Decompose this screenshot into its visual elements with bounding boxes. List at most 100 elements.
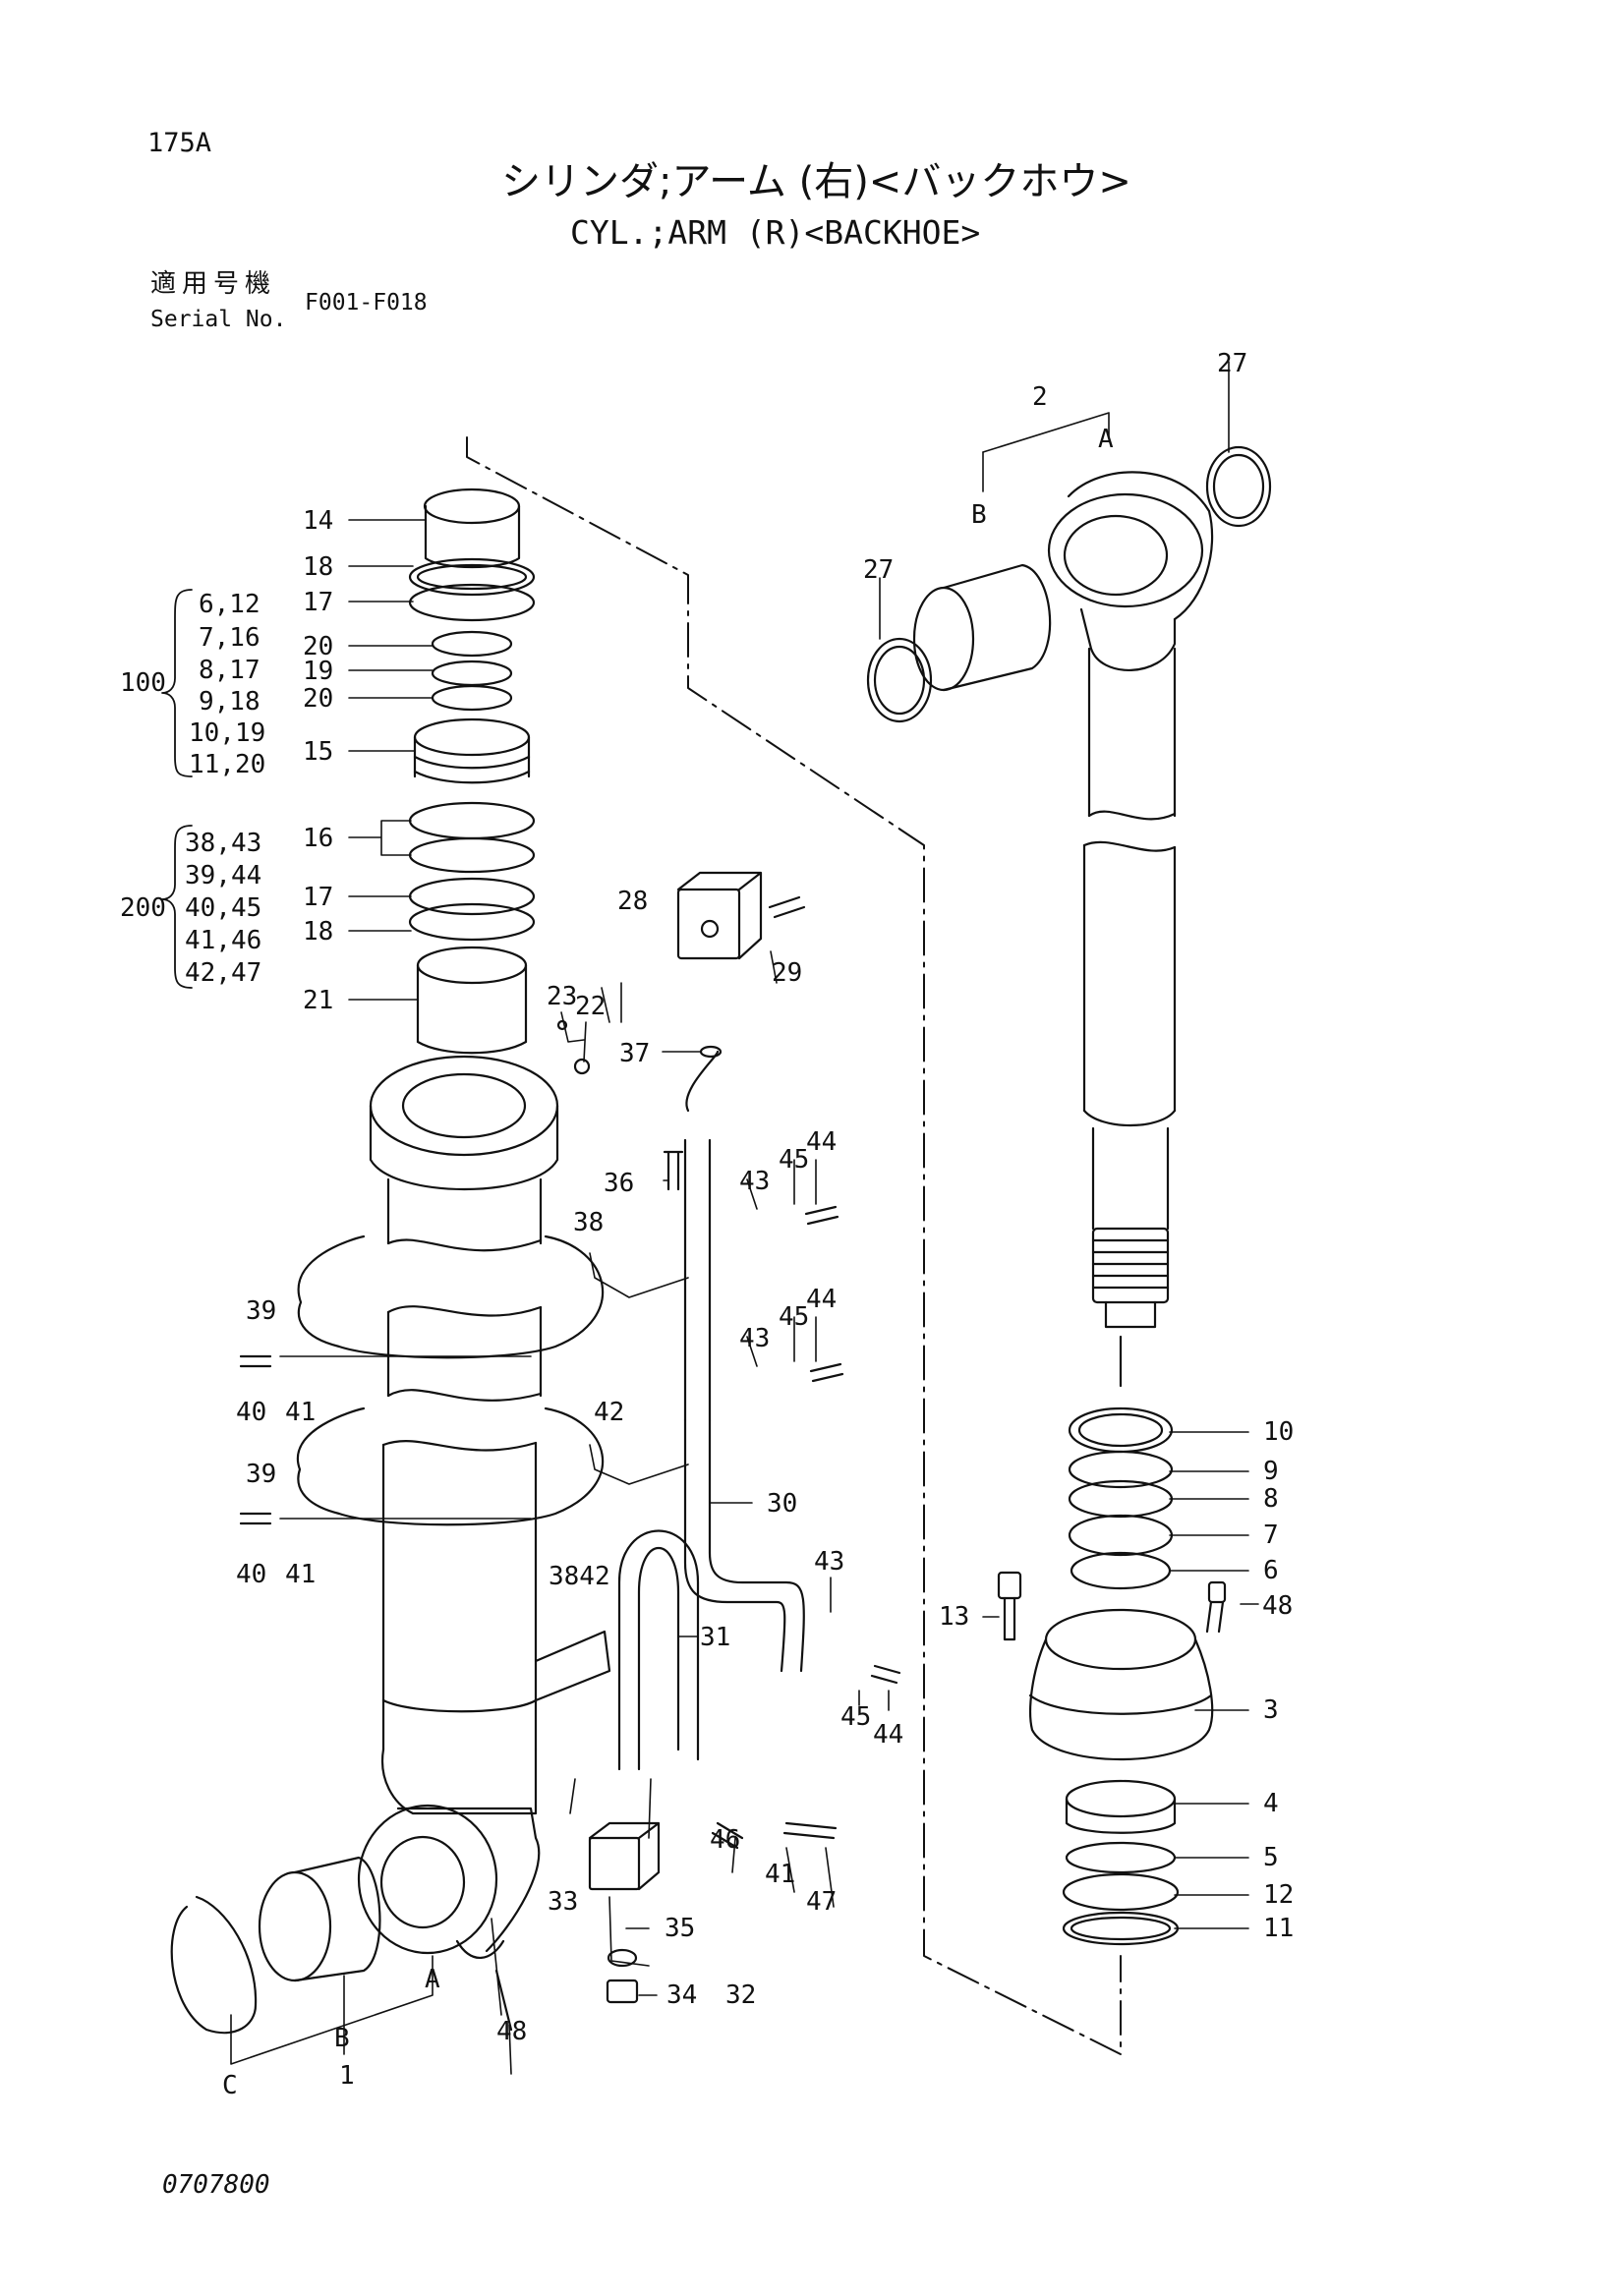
leader-lines: [230, 361, 1259, 2075]
callout-8: 8: [1263, 1484, 1279, 1514]
callout-1: 1: [339, 2061, 355, 2091]
callout-30: 30: [767, 1489, 797, 1519]
callout-29: 29: [772, 958, 802, 988]
snap-ring-c: [170, 1895, 258, 2035]
callout-41: 41: [285, 1398, 316, 1427]
callout-33: 33: [548, 1887, 578, 1917]
callout-38: 38: [573, 1208, 604, 1237]
head-gland-stack: [408, 488, 536, 1055]
callout-16: 16: [303, 824, 333, 853]
tube-bands: [296, 1234, 605, 1526]
callout-B-tube: B: [334, 2024, 350, 2053]
callout-13: 13: [939, 1602, 969, 1632]
kit-100-row: 9,18: [199, 687, 260, 717]
callout-17: 17: [303, 588, 333, 617]
callout-32: 32: [725, 1980, 756, 2010]
rod-seal-27-right: [1205, 445, 1272, 528]
assembly-outline: [466, 436, 1122, 2055]
callout-42: 42: [594, 1398, 624, 1427]
callout-45: 45: [779, 1145, 809, 1175]
kit-200-label: 200: [120, 893, 166, 923]
rod-seal-27-left: [866, 637, 933, 723]
piston-bolt-13: [997, 1571, 1022, 1641]
callout-21: 21: [303, 986, 333, 1015]
callout-B-rod: B: [971, 500, 987, 530]
kit-100-rows: 6,12 7,16 8,17 9,18 10,19 11,20 100: [120, 590, 265, 779]
kit-100-row: 6,12: [199, 590, 260, 619]
grease-fitting-48-right: [1205, 1580, 1227, 1634]
kit-200-row: 42,47: [185, 958, 261, 988]
piston-stack: [1028, 1406, 1214, 1946]
pin-bushing-b: [258, 1856, 381, 1982]
kit-200-rows: 38,43 39,44 40,45 41,46 42,47 200: [120, 829, 261, 988]
callout-44b: 44: [806, 1285, 837, 1314]
kit-200-row: 39,44: [185, 861, 261, 890]
callout-17b: 17: [303, 883, 333, 912]
callout-45c: 45: [840, 1702, 871, 1732]
callout-39b: 39: [246, 1460, 276, 1489]
valve-block-28: [676, 871, 763, 960]
pipe-30: [683, 1050, 805, 1673]
callout-7: 7: [1263, 1521, 1279, 1550]
rod-bushing-b: [912, 563, 1052, 692]
small-fittings: [239, 895, 901, 2032]
serial-range: F001-F018: [305, 290, 428, 316]
callout-35: 35: [665, 1914, 695, 1943]
kit-100-brace: [161, 589, 193, 777]
kit-100-row: 11,20: [189, 750, 265, 779]
callout-10: 10: [1263, 1417, 1294, 1447]
callout-6: 6: [1263, 1556, 1279, 1585]
callout-3842: 3842: [549, 1562, 610, 1591]
callout-43c: 43: [814, 1547, 844, 1577]
kit-100-row: 7,16: [199, 623, 260, 653]
callout-31: 31: [700, 1623, 730, 1652]
callout-2: 2: [1032, 382, 1048, 412]
callout-5: 5: [1263, 1843, 1279, 1872]
callout-A-tube: A: [425, 1965, 440, 1994]
title-english: CYL.;ARM (R)<BACKHOE>: [570, 213, 981, 252]
callout-22: 22: [575, 992, 606, 1021]
callout-14: 14: [303, 506, 333, 536]
callout-41c: 41: [765, 1860, 795, 1889]
kit-200-row: 40,45: [185, 893, 261, 923]
kit-100-row: 10,19: [189, 718, 265, 748]
callout-47: 47: [806, 1887, 837, 1917]
callout-3: 3: [1263, 1695, 1279, 1725]
callout-36: 36: [604, 1169, 634, 1198]
callout-27: 27: [1217, 349, 1247, 378]
kit-200-row: 41,46: [185, 926, 261, 955]
kit-200-brace: [161, 825, 193, 989]
callout-23: 23: [547, 982, 577, 1011]
callout-39: 39: [246, 1296, 276, 1326]
callout-43: 43: [739, 1167, 770, 1196]
callout-C: C: [222, 2071, 238, 2100]
callout-9: 9: [1263, 1457, 1279, 1486]
callout-34: 34: [666, 1980, 697, 2010]
callouts: 14 18 17 20 19 20 15 16 17 18 21 23 22 2…: [222, 349, 1294, 2100]
title-japanese: シリンダ;アーム (右)<バックホウ>: [501, 159, 1131, 204]
cylinder-tube: [357, 1055, 611, 1959]
callout-45b: 45: [779, 1302, 809, 1332]
callout-27b: 27: [863, 555, 894, 585]
callout-46: 46: [710, 1825, 740, 1855]
callout-28: 28: [617, 887, 648, 916]
callout-20b: 20: [303, 684, 333, 714]
callout-11: 11: [1263, 1914, 1294, 1943]
pipe-31: [617, 1529, 700, 1771]
piston-rod: [1047, 471, 1214, 1388]
page-id: 175A: [147, 128, 212, 158]
serial-label-japanese: 適用号機: [150, 269, 277, 299]
callout-41b: 41: [285, 1560, 316, 1589]
callout-43b: 43: [739, 1324, 770, 1353]
callout-19: 19: [303, 657, 333, 686]
callout-44c: 44: [873, 1720, 903, 1750]
callout-A-rod: A: [1098, 425, 1114, 454]
kit-200-row: 38,43: [185, 829, 261, 858]
callout-18: 18: [303, 552, 333, 582]
callout-4: 4: [1263, 1789, 1279, 1818]
document-number: 0707800: [162, 2170, 270, 2200]
callout-15: 15: [303, 737, 333, 767]
callout-48b: 48: [1262, 1591, 1293, 1621]
kit-100-label: 100: [120, 668, 166, 698]
